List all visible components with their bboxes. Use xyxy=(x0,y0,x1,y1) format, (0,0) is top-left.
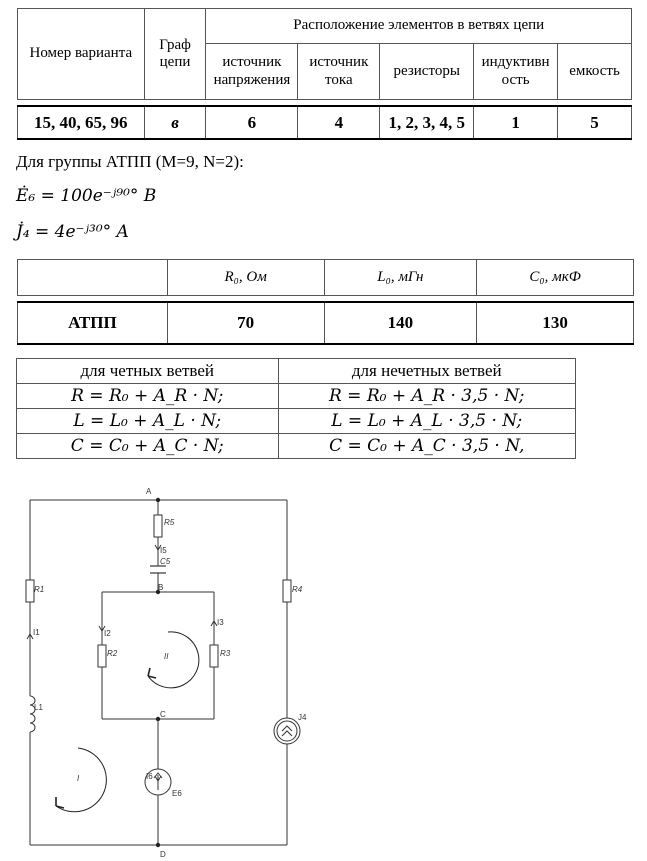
current-i6-arrow-icon xyxy=(154,775,162,782)
label-i5: I5 xyxy=(160,546,167,555)
resistor-r4-icon xyxy=(282,579,292,603)
node-d-dot xyxy=(155,842,161,848)
header-current-source: источник тока xyxy=(297,43,381,100)
table-row: АТПП 70 140 130 xyxy=(17,301,634,345)
cell-capacitance: 5 xyxy=(557,105,632,140)
label-c5: C5 xyxy=(160,557,171,566)
label-loop-i: I xyxy=(77,774,80,783)
label-l1: L1 xyxy=(34,703,43,712)
cell-even-c: C = C₀ + A_C · N; xyxy=(16,433,279,459)
table-row: C = C₀ + A_C · N; C = C₀ + A_C · 3,5 · N… xyxy=(16,433,577,459)
cell-voltage-source: 6 xyxy=(205,105,299,140)
resistor-r2-icon xyxy=(97,644,107,668)
header-group: Расположение элементов в ветвях цепи xyxy=(205,8,632,44)
header-capacitance: емкость xyxy=(557,43,632,100)
current-source-j4-icon xyxy=(273,717,301,745)
node-b-dot xyxy=(155,589,161,595)
label-r4: R4 xyxy=(292,585,303,594)
cell-graph: в xyxy=(143,105,207,140)
node-a-dot xyxy=(155,497,161,503)
node-a-label: A xyxy=(146,487,152,496)
loop-i-arrow-icon xyxy=(55,747,107,813)
header-odd: для нечетных ветвей xyxy=(277,358,577,384)
cell-c0: 130 xyxy=(476,301,634,345)
cell-inductance: 1 xyxy=(473,105,559,140)
label-i1: I1 xyxy=(33,628,40,637)
parameters-table: R₀, Ом L₀, мГн C₀, мкФ АТПП 70 140 130 xyxy=(17,259,634,345)
label-loop-ii: II xyxy=(164,652,169,661)
header-voltage-source: источник напряжения xyxy=(205,43,299,100)
resistor-r1-icon xyxy=(25,579,35,603)
label-r2: R2 xyxy=(107,649,118,658)
cell-r0: 70 xyxy=(166,301,325,345)
formula-j4: J̇₄ = 4e⁻ʲ³⁰° A xyxy=(16,222,129,242)
label-i2: I2 xyxy=(104,629,111,638)
header-c0: C₀, мкФ xyxy=(476,259,634,296)
label-i6: I6 xyxy=(146,772,153,781)
current-i3-arrow-icon xyxy=(210,620,218,627)
cell-even-r: R = R₀ + A_R · N; xyxy=(16,383,279,409)
cell-name: АТПП xyxy=(17,301,168,345)
table-row: R = R₀ + A_R · N; R = R₀ + A_R · 3,5 · N… xyxy=(16,383,577,409)
variant-table: Номер варианта Граф цепи Расположение эл… xyxy=(17,8,632,140)
cell-odd-c: C = C₀ + A_C · 3,5 · N, xyxy=(277,433,577,459)
cell-current-source: 4 xyxy=(297,105,381,140)
group-line: Для группы АТПП (M=9, N=2): xyxy=(16,152,244,171)
header-resistors: резисторы xyxy=(379,43,475,100)
cell-odd-r: R = R₀ + A_R · 3,5 · N; xyxy=(277,383,577,409)
label-j4: J4 xyxy=(298,713,307,722)
table-row: 15, 40, 65, 96 в 6 4 1, 2, 3, 4, 5 1 5 xyxy=(17,105,632,140)
header-r0: R₀, Ом xyxy=(166,259,325,296)
label-r5: R5 xyxy=(164,518,175,527)
formula-e6: Ė₆ = 100e⁻ʲ⁹⁰° B xyxy=(16,186,157,206)
formula-table: для четных ветвей для нечетных ветвей R … xyxy=(16,358,577,459)
label-e6: E6 xyxy=(172,789,182,798)
resistor-r3-icon xyxy=(209,644,219,668)
node-c-label: C xyxy=(160,710,166,719)
header-graph: Граф цепи xyxy=(143,8,207,100)
current-i1-arrow-icon xyxy=(26,633,34,640)
label-r3: R3 xyxy=(220,649,231,658)
capacitor-c5-icon xyxy=(150,565,166,574)
node-c-dot xyxy=(155,716,161,722)
cell-resistors: 1, 2, 3, 4, 5 xyxy=(379,105,475,140)
cell-variant: 15, 40, 65, 96 xyxy=(17,105,145,140)
resistor-r5-icon xyxy=(153,514,163,538)
current-i5-arrow-icon xyxy=(154,544,162,551)
inductor-l1-icon xyxy=(29,695,36,733)
node-b-label: B xyxy=(158,583,163,592)
label-r1: R1 xyxy=(34,585,44,594)
label-i3: I3 xyxy=(217,618,224,627)
current-i2-arrow-icon xyxy=(98,625,106,632)
header-variant: Номер варианта xyxy=(17,8,145,100)
loop-ii-arrow-icon xyxy=(147,631,200,689)
header-even: для четных ветвей xyxy=(16,358,279,384)
header-l0: L₀, мГн xyxy=(323,259,478,296)
cell-l0: 140 xyxy=(323,301,478,345)
node-d-label: D xyxy=(160,850,166,859)
header-inductance: индуктивн ость xyxy=(473,43,559,100)
